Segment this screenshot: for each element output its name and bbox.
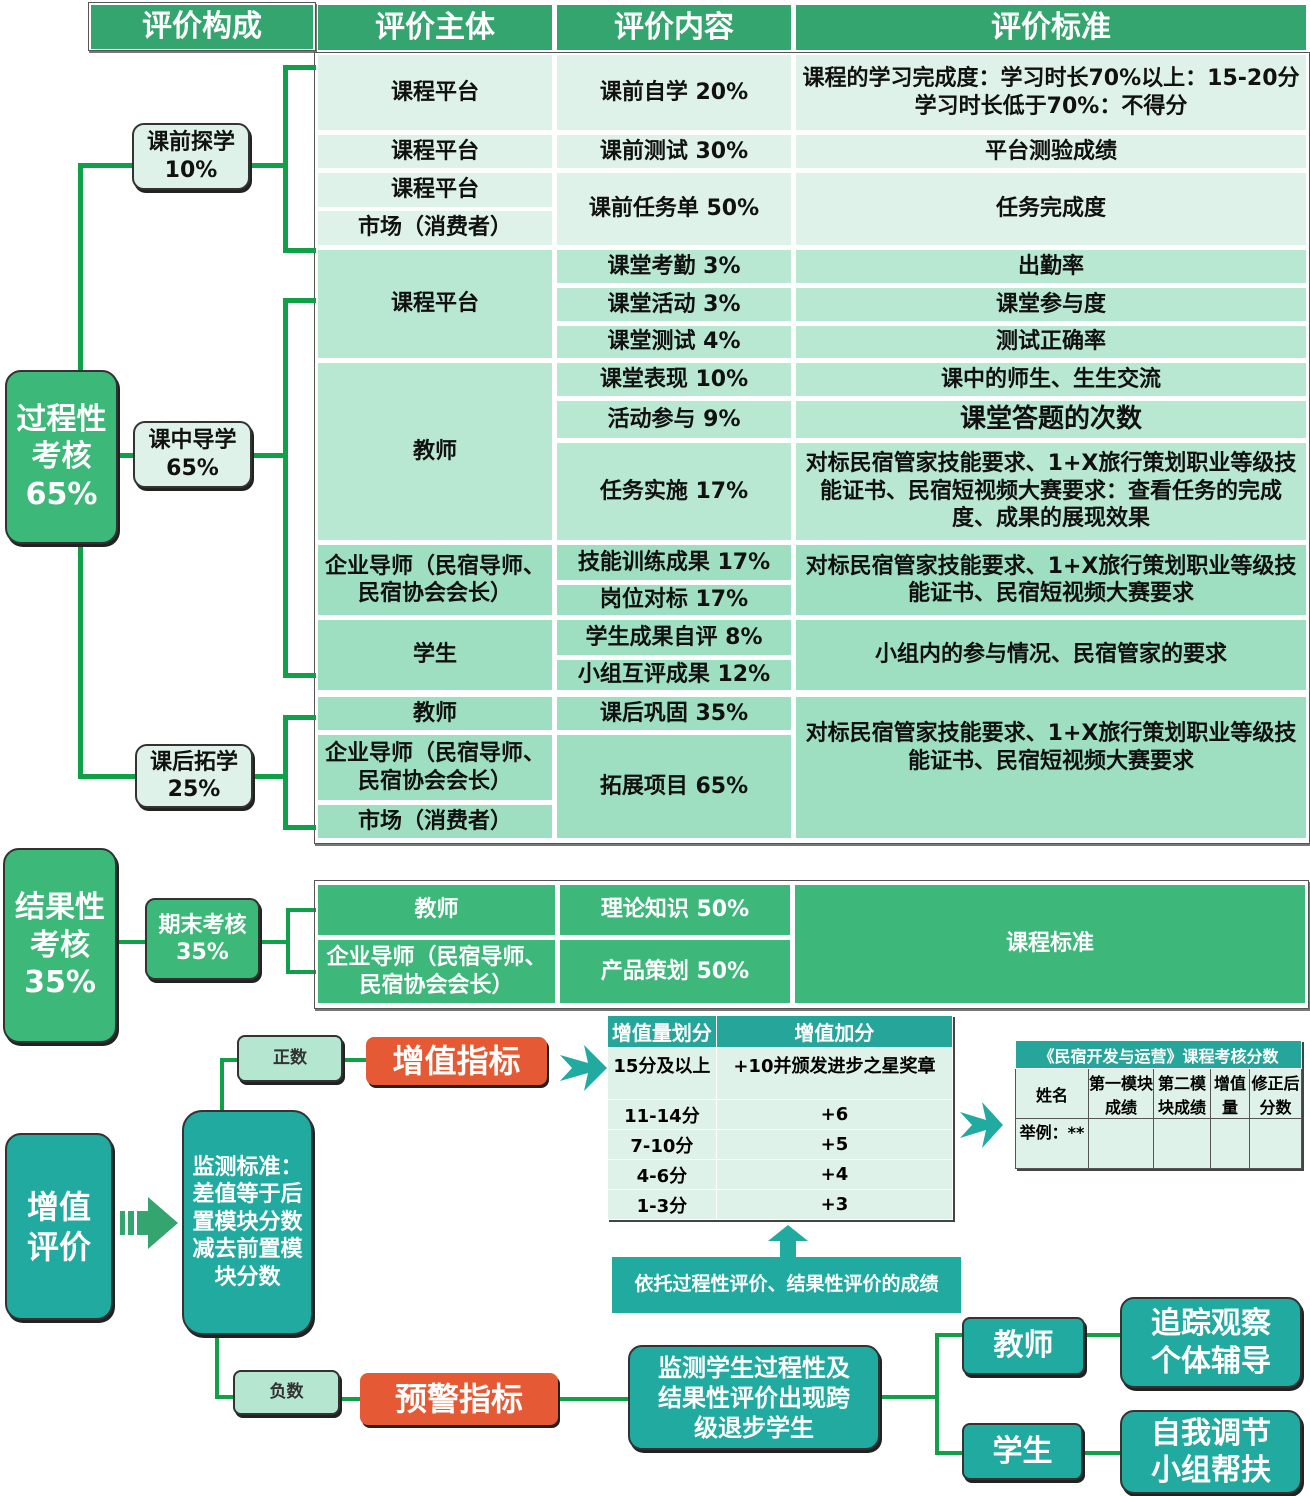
stage-in-class: 课中导学 65% xyxy=(133,421,252,488)
th: 修正后分数 xyxy=(1249,1068,1302,1119)
header-composition: 评价构成 xyxy=(91,5,313,49)
monitor-regression-node: 监测学生过程性及结果性评价出现跨级退步学生 xyxy=(628,1345,880,1450)
teacher-node: 教师 xyxy=(962,1317,1085,1375)
cell: 课中的师生、生生交流 xyxy=(796,363,1306,396)
td: +5 xyxy=(715,1129,954,1160)
arrow-right-icon xyxy=(960,1102,1003,1148)
td: 举例：** xyxy=(1015,1118,1089,1169)
monitoring-standard-node: 监测标准：差值等于后置模块分数减去前置模块分数 xyxy=(182,1110,313,1335)
cell: 企业导师（民宿导师、民宿协会会长） xyxy=(318,735,552,800)
basis-note: 依托过程性评价、结果性评价的成绩 xyxy=(612,1257,961,1313)
student-node: 学生 xyxy=(962,1423,1083,1480)
td: 15分及以上 xyxy=(607,1047,717,1100)
cell: 课前自学 20% xyxy=(557,55,791,130)
cell: 学生成果自评 8% xyxy=(557,620,791,655)
arrow-up-icon xyxy=(768,1225,808,1257)
td xyxy=(1210,1118,1250,1169)
cell: 课程平台 xyxy=(318,173,552,207)
th: 增值加分 xyxy=(715,1015,954,1048)
cell: 出勤率 xyxy=(796,250,1306,283)
cell: 课堂考勤 3% xyxy=(557,250,791,283)
cell: 拓展项目 65% xyxy=(557,735,791,838)
cell: 对标民宿管家技能要求、1+X旅行策划职业等级技能证书、民宿短视频大赛要求 xyxy=(796,545,1306,615)
cell: 教师 xyxy=(318,697,552,730)
cell: 技能训练成果 17% xyxy=(557,545,791,580)
score-table-title: 《民宿开发与运营》课程考核分数 xyxy=(1015,1040,1302,1069)
cell: 课堂表现 10% xyxy=(557,363,791,396)
cell: 课前测试 30% xyxy=(557,135,791,168)
warning-indicator: 预警指标 xyxy=(360,1373,558,1425)
positive-label: 正数 xyxy=(237,1035,343,1082)
cell: 市场（消费者） xyxy=(318,805,552,838)
negative-label: 负数 xyxy=(233,1370,340,1415)
td xyxy=(1153,1118,1211,1169)
cell: 企业导师（民宿导师、民宿协会会长） xyxy=(318,545,552,615)
student-action-node: 自我调节小组帮扶 xyxy=(1120,1410,1302,1494)
cell: 课程平台 xyxy=(318,135,552,168)
cell: 课程的学习完成度：学习时长70%以上：15-20分 学习时长低于70%：不得分 xyxy=(796,55,1306,130)
cell: 小组内的参与情况、民宿管家的要求 xyxy=(796,620,1306,690)
cell: 课前任务单 50% xyxy=(557,173,791,245)
cell: 产品策划 50% xyxy=(560,940,790,1003)
cell: 课程平台 xyxy=(318,250,552,358)
cell: 岗位对标 17% xyxy=(557,585,791,615)
cell: 课程平台 xyxy=(318,55,552,130)
stage-final-exam: 期末考核 35% xyxy=(145,898,260,980)
cell: 对标民宿管家技能要求、1+X旅行策划职业等级技能证书、民宿短视频大赛要求：查看任… xyxy=(796,443,1306,540)
stage-post-class: 课后拓学 25% xyxy=(135,744,253,808)
header-subject: 评价主体 xyxy=(318,5,552,50)
td xyxy=(1088,1118,1154,1169)
cell: 课堂活动 3% xyxy=(557,288,791,321)
cell: 平台测验成绩 xyxy=(796,135,1306,168)
td xyxy=(1249,1118,1302,1169)
cell: 教师 xyxy=(318,363,552,540)
cell: 理论知识 50% xyxy=(560,885,790,935)
value-added-score-table: 增值量划分增值加分 15分及以上+10并颁发进步之星奖章 11-14分+6 7-… xyxy=(607,1015,954,1220)
th: 姓名 xyxy=(1015,1068,1089,1119)
cell: 课堂测试 4% xyxy=(557,326,791,358)
th: 增值量 xyxy=(1210,1068,1250,1119)
cell: 任务完成度 xyxy=(796,173,1306,245)
cell: 企业导师（民宿导师、民宿协会会长） xyxy=(318,940,555,1003)
th: 第二模块成绩 xyxy=(1153,1068,1211,1119)
header-standard: 评价标准 xyxy=(796,5,1306,50)
stage-pre-class: 课前探学 10% xyxy=(132,123,250,190)
cell: 课堂答题的次数 xyxy=(796,401,1306,438)
header-content: 评价内容 xyxy=(557,5,791,50)
cell: 测试正确率 xyxy=(796,326,1306,358)
cell: 市场（消费者） xyxy=(318,211,552,245)
value-added-node: 增值评价 xyxy=(5,1133,113,1320)
td: 7-10分 xyxy=(607,1129,717,1160)
td: +4 xyxy=(715,1159,954,1190)
td: +10并颁发进步之星奖章 xyxy=(715,1047,954,1100)
th: 增值量划分 xyxy=(607,1015,717,1048)
td: +3 xyxy=(715,1189,954,1220)
cell: 课堂参与度 xyxy=(796,288,1306,321)
td: 1-3分 xyxy=(607,1189,717,1220)
cell: 活动参与 9% xyxy=(557,401,791,438)
td: +6 xyxy=(715,1099,954,1130)
td: 4-6分 xyxy=(607,1159,717,1190)
th: 第一模块成绩 xyxy=(1088,1068,1154,1119)
td: 11-14分 xyxy=(607,1099,717,1130)
course-score-table: 《民宿开发与运营》课程考核分数 姓名第一模块成绩第二模块成绩增值量修正后分数 举… xyxy=(1015,1040,1302,1169)
arrow-right-icon xyxy=(560,1045,607,1091)
cell: 课程标准 xyxy=(795,885,1305,1003)
value-added-indicator: 增值指标 xyxy=(366,1037,547,1085)
cell: 教师 xyxy=(318,885,555,935)
process-assessment-node: 过程性考核65% xyxy=(5,370,118,544)
result-assessment-node: 结果性考核35% xyxy=(3,848,117,1043)
cell: 学生 xyxy=(318,620,552,690)
cell: 课后巩固 35% xyxy=(557,697,791,730)
teacher-action-node: 追踪观察个体辅导 xyxy=(1120,1297,1302,1388)
cell: 对标民宿管家技能要求、1+X旅行策划职业等级技能证书、民宿短视频大赛要求 xyxy=(796,697,1306,838)
arrow-right-icon xyxy=(120,1197,178,1249)
cell: 小组互评成果 12% xyxy=(557,660,791,690)
cell: 任务实施 17% xyxy=(557,443,791,540)
